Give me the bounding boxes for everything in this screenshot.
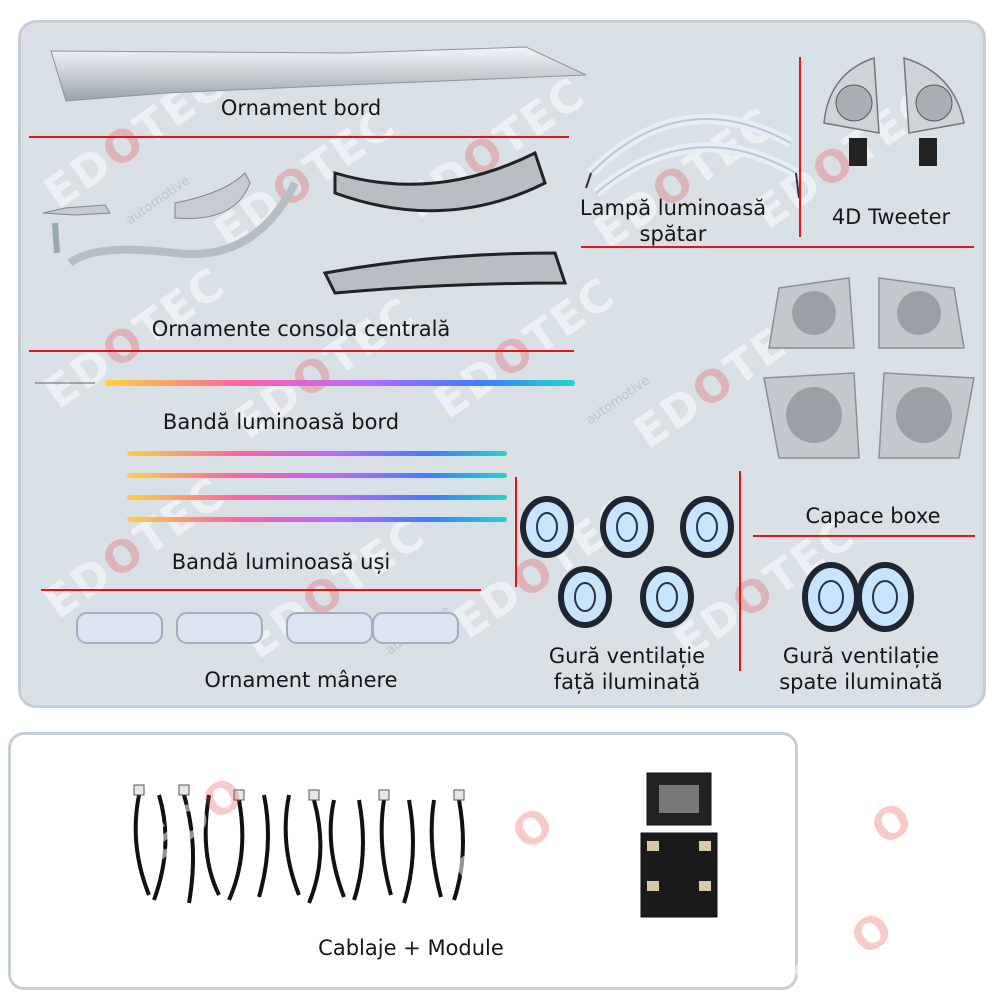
dashboard-trim-label: Ornament bord — [220, 96, 382, 120]
control-module-image — [640, 772, 718, 918]
speaker-covers-label: Capace boxe — [805, 504, 941, 528]
handle-trim-label: Ornament mânere — [204, 668, 398, 692]
rear-vents-label: Gură ventilație spate iluminată — [779, 644, 943, 694]
seat-lamp-label: Lampă luminoasă spătar — [579, 196, 767, 246]
divider — [29, 350, 574, 352]
divider — [515, 477, 517, 587]
divider — [799, 57, 801, 237]
front-vents-label: Gură ventilație față iluminată — [548, 644, 706, 694]
wiring-label: Cablaje + Module — [318, 936, 504, 960]
dashboard-trim-image — [50, 46, 587, 102]
watermark-sub: automotive — [583, 373, 653, 428]
tweeter-image — [823, 56, 965, 166]
speaker-covers-image — [763, 277, 975, 459]
components-panel: EDOTEC EDOTEC EDOTEC EDOTEC EDOTEC EDOTE… — [18, 20, 986, 708]
watermark: EDOTEC — [804, 734, 1000, 897]
divider — [739, 471, 741, 671]
front-vents-image — [520, 496, 734, 628]
tweeter-label: 4D Tweeter — [831, 205, 951, 229]
door-light-strips-label: Bandă luminoasă uși — [171, 550, 391, 574]
watermark: EDOTEC — [784, 844, 985, 1006]
console-trims-image — [42, 150, 568, 295]
divider — [41, 589, 481, 591]
door-light-strips-image — [127, 451, 507, 522]
seat-lamp-image — [585, 114, 800, 199]
divider — [581, 246, 974, 248]
console-trims-label: Ornamente consola centrală — [151, 317, 451, 341]
handle-trim-image — [76, 612, 459, 644]
dash-light-strip-image — [35, 380, 575, 386]
wiring-panel: Cablaje + Module EDOTEC EDOTEC — [8, 732, 798, 990]
rear-vents-image — [802, 562, 914, 632]
dash-light-strip-label: Bandă luminoasă bord — [162, 410, 400, 434]
divider — [29, 136, 569, 138]
wiring-image — [133, 784, 465, 904]
divider — [753, 535, 975, 537]
